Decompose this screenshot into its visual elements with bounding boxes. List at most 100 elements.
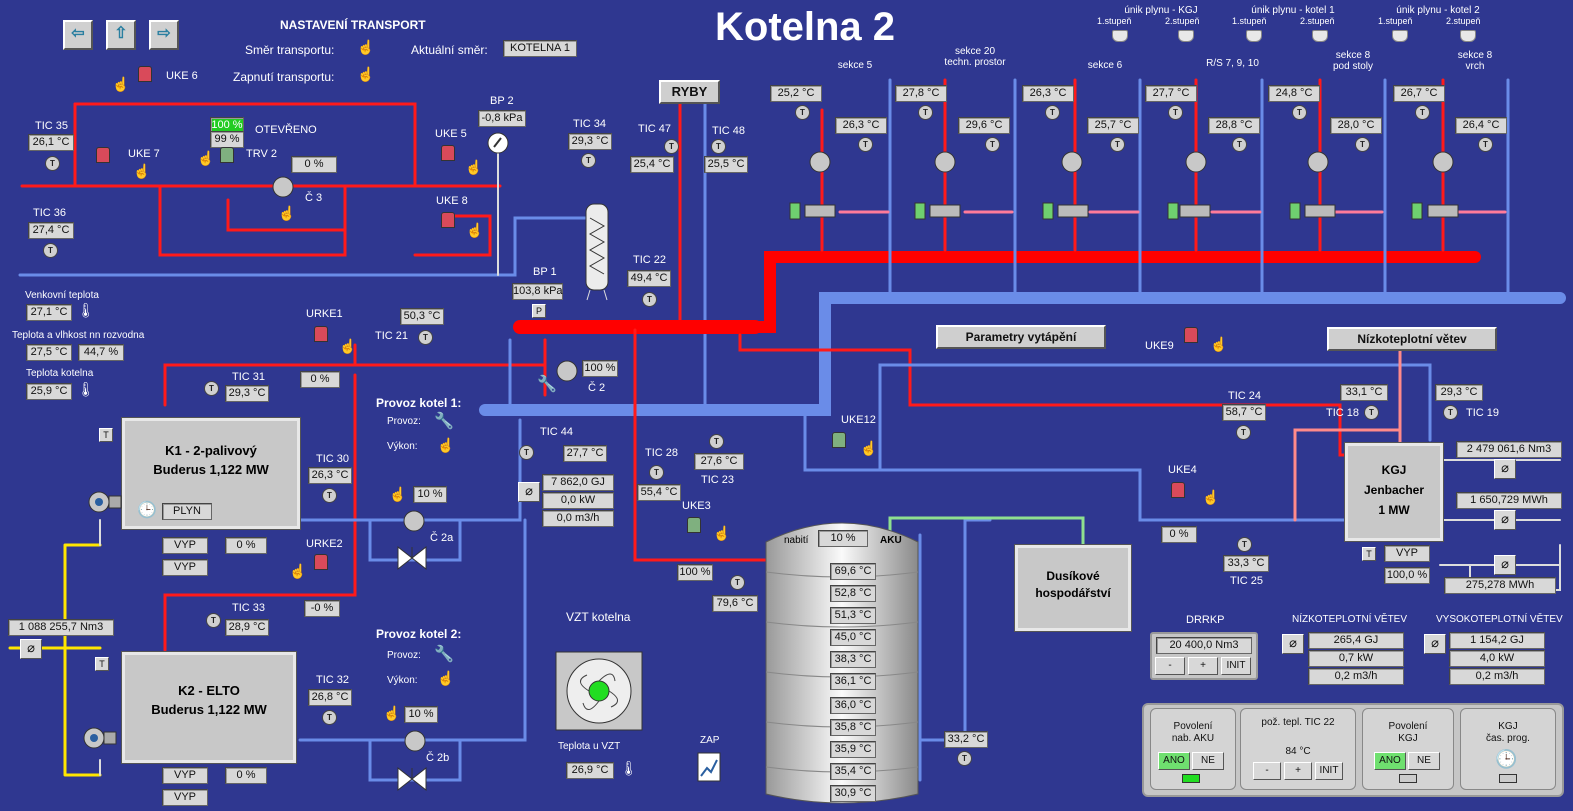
kgj-ne-button[interactable]: NE xyxy=(1408,752,1440,770)
gas-alarm-k1-s1: 1.stupeň xyxy=(1232,16,1267,26)
vysoko-flow: 0,2 m3/h xyxy=(1449,668,1545,685)
heating-parameters-button[interactable]: Parametry vytápění xyxy=(936,325,1106,349)
provoz-k1-tool-icon[interactable]: 🔧 xyxy=(434,413,454,430)
section-5-label: sekce 5 xyxy=(837,60,873,71)
uke5-valve-icon[interactable] xyxy=(441,145,455,161)
c2a-hand-icon[interactable]: ☝ xyxy=(389,486,407,502)
tic22-temp-icon: T xyxy=(642,292,657,307)
urke1-valve-icon[interactable] xyxy=(314,326,328,342)
vykon-k2-hand-icon[interactable]: ☝ xyxy=(437,670,455,686)
transport-direction-hand-icon[interactable]: ☝ xyxy=(357,39,375,55)
kgj-heat-mwh: 275,278 MWh xyxy=(1444,577,1556,594)
current-direction-label: Aktuální směr: xyxy=(411,43,488,57)
transport-on-label: Zapnutí transportu: xyxy=(233,70,335,84)
urke1-hand-icon[interactable]: ☝ xyxy=(339,338,357,354)
vysoko-meter-icon[interactable]: ⌀ xyxy=(1424,634,1446,654)
kgj-heat-meter-icon[interactable]: ⌀ xyxy=(1494,555,1516,575)
c2b-hand-icon[interactable]: ☝ xyxy=(383,705,401,721)
kgj-el-meter-icon[interactable]: ⌀ xyxy=(1494,510,1516,530)
kgj-gas-meter-icon[interactable]: ⌀ xyxy=(1494,459,1516,479)
c2a-pump-icon[interactable] xyxy=(402,509,426,533)
k2-state2[interactable]: VYP xyxy=(162,789,208,806)
drrkp-minus-button[interactable]: - xyxy=(1155,657,1185,675)
k1-state[interactable]: VYP xyxy=(162,537,208,554)
k1-t-icon[interactable]: T xyxy=(99,428,113,442)
uke7-valve-icon[interactable] xyxy=(96,147,110,163)
uke4-hand-icon[interactable]: ☝ xyxy=(1202,489,1220,505)
uke9-valve-icon[interactable] xyxy=(1184,327,1198,343)
nav-back-button[interactable]: ⇦ xyxy=(63,20,93,50)
vzt-fan-icon[interactable] xyxy=(555,651,643,731)
urke2-hand-icon[interactable]: ☝ xyxy=(289,563,307,579)
bp1-value: 103,8 kPa xyxy=(512,283,563,300)
trv2-hand-icon[interactable]: ☝ xyxy=(197,150,215,166)
uke6-valve-icon[interactable] xyxy=(138,66,152,82)
nav-home-button[interactable]: ⇧ xyxy=(106,20,136,50)
c2-label: Č 2 xyxy=(588,382,606,394)
uke3-hand-icon[interactable]: ☝ xyxy=(713,525,731,541)
k1-fuel[interactable]: PLYN xyxy=(162,503,212,520)
ryby-button[interactable]: RYBY xyxy=(659,80,720,104)
c3-pump-icon[interactable] xyxy=(271,175,295,199)
nav-forward-button[interactable]: ⇨ xyxy=(149,20,179,50)
low-temp-branch-button[interactable]: Nízkoteplotní větev xyxy=(1327,327,1497,351)
tic48-label: TIC 48 xyxy=(712,125,746,137)
req-temp-plus-button[interactable]: + xyxy=(1284,762,1312,780)
k2-boiler[interactable]: K2 - ELTO Buderus 1,122 MW xyxy=(122,652,296,763)
kgj-box[interactable]: KGJ Jenbacher 1 MW xyxy=(1345,443,1443,541)
transport-on-hand-icon[interactable]: ☝ xyxy=(357,66,375,82)
dusik-box[interactable]: Dusíkové hospodářství xyxy=(1015,545,1131,631)
drrkp-init-button[interactable]: INIT xyxy=(1221,657,1251,675)
tic19-label: TIC 19 xyxy=(1466,407,1500,419)
outdoor-temp-icon: 🌡 xyxy=(77,302,95,318)
gas-meter-left-icon[interactable]: ⌀ xyxy=(20,639,42,659)
vykon-k1-hand-icon[interactable]: ☝ xyxy=(437,437,455,453)
uke9-hand-icon[interactable]: ☝ xyxy=(1210,336,1228,352)
req-temp-init-button[interactable]: INIT xyxy=(1315,762,1343,780)
c2b-pump-icon[interactable] xyxy=(403,729,427,753)
section-8-pod-temp-icon: T xyxy=(1292,105,1307,120)
req-temp-minus-button[interactable]: - xyxy=(1253,762,1281,780)
trv2-valve-icon[interactable] xyxy=(220,147,234,163)
k2-state[interactable]: VYP xyxy=(162,767,208,784)
urke2-valve-icon[interactable] xyxy=(314,554,328,570)
bp1-label: BP 1 xyxy=(533,266,557,278)
aku-ne-button[interactable]: NE xyxy=(1192,752,1224,770)
uke4-valve-icon[interactable] xyxy=(1171,482,1185,498)
uke7-hand-icon[interactable]: ☝ xyxy=(133,163,151,179)
kgj-state[interactable]: VYP xyxy=(1384,545,1430,562)
provoz-k2-tool-icon[interactable]: 🔧 xyxy=(434,646,454,663)
c2-pump-icon[interactable] xyxy=(555,359,579,383)
vysoko-gj: 1 154,2 GJ xyxy=(1449,632,1545,649)
tic35-value: 26,1 °C xyxy=(28,134,74,151)
uke3-valve-icon[interactable] xyxy=(687,517,701,533)
req-temp-value: 84 °C xyxy=(1285,746,1311,757)
urke2-pct: -0 % xyxy=(304,600,340,617)
tic47-temp-icon: T xyxy=(664,139,679,154)
uke8-valve-icon[interactable] xyxy=(441,212,455,228)
tic24-label: TIC 24 xyxy=(1228,390,1262,402)
k2-t-icon[interactable]: T xyxy=(95,657,109,671)
uke12-hand-icon[interactable]: ☝ xyxy=(860,440,878,456)
uke5-hand-icon[interactable]: ☝ xyxy=(465,159,483,175)
drrkp-plus-button[interactable]: + xyxy=(1188,657,1218,675)
uke6-hand-icon[interactable]: ☝ xyxy=(112,76,130,92)
uke4-label: UKE4 xyxy=(1168,464,1197,476)
aku-ano-button[interactable]: ANO xyxy=(1158,752,1190,770)
gas-alarm-kgj-1-indicator xyxy=(1112,30,1128,42)
kgj-ano-button[interactable]: ANO xyxy=(1374,752,1406,770)
heat-meter-middle-icon[interactable]: ⌀ xyxy=(518,482,540,502)
uke12-valve-icon[interactable] xyxy=(832,432,846,448)
kgj-el-mwh: 1 650,729 MWh xyxy=(1456,492,1562,509)
uke8-hand-icon[interactable]: ☝ xyxy=(466,222,484,238)
k1-state2[interactable]: VYP xyxy=(162,559,208,576)
tic22-value: 49,4 °C xyxy=(627,270,671,287)
kgj-t-icon[interactable]: T xyxy=(1362,547,1376,561)
kgj-schedule-clock-icon[interactable]: 🕒 xyxy=(1495,749,1518,769)
c3-hand-icon[interactable]: ☝ xyxy=(278,205,296,221)
kotelna-temp-icon: 🌡 xyxy=(77,381,95,397)
kgj-permit-indicator xyxy=(1399,774,1417,783)
zap-chart-icon[interactable] xyxy=(697,752,721,782)
nizko-meter-icon[interactable]: ⌀ xyxy=(1282,634,1304,654)
c2-tool-icon[interactable]: 🔧 xyxy=(537,376,557,393)
